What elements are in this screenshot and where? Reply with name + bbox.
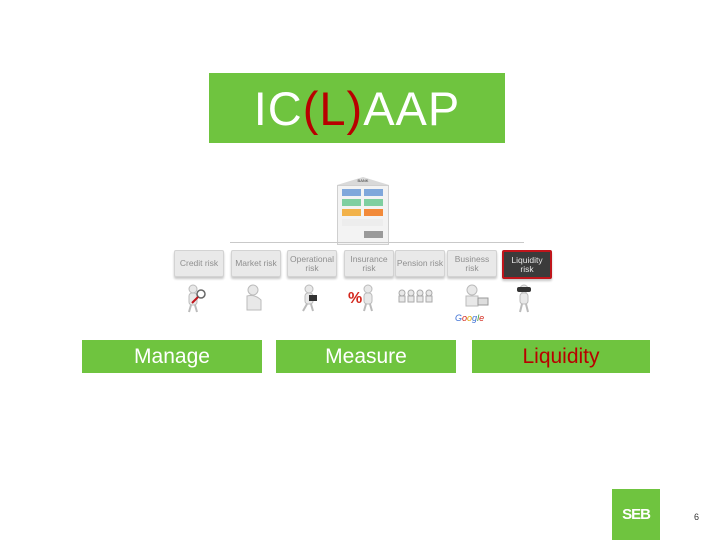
bank-cell: [342, 189, 361, 196]
tools-figure-icon: [302, 284, 317, 312]
bank-roof: [337, 177, 389, 185]
title-close-paren: ): [346, 81, 364, 135]
percent-figure-icon: [363, 284, 373, 312]
bank-cell: [364, 199, 383, 206]
risk-box-operational: Operational risk: [287, 250, 337, 277]
title-highlight-letter: L: [319, 81, 347, 135]
title-open-paren: (: [302, 81, 320, 135]
risk-box-pension: Pension risk: [395, 250, 445, 277]
magnifier-figure-icon: [188, 284, 206, 313]
title-suffix: AAP: [363, 81, 461, 135]
seb-logo-text: SEB: [622, 506, 651, 523]
risk-box-liquidity: Liquidity risk: [502, 250, 552, 279]
group-figures-icon: [398, 289, 433, 303]
diagram-connector: [230, 242, 524, 251]
measure-label: Measure: [276, 340, 456, 373]
title-prefix: IC: [253, 81, 303, 135]
page-number: 6: [694, 512, 700, 522]
liquidity-label: Liquidity: [472, 340, 650, 373]
manage-label: Manage: [82, 340, 262, 373]
seb-logo: SEB: [612, 489, 660, 540]
bank-cell: [342, 209, 361, 216]
risk-box-credit: Credit risk: [174, 250, 224, 277]
laptop-figure-icon: [465, 284, 489, 307]
bank-cell: [364, 231, 383, 238]
binoculars-figure-icon: [517, 284, 531, 313]
risk-box-business: Business risk: [447, 250, 497, 277]
bank-cell: [342, 199, 361, 206]
bank-label: BANK: [357, 178, 369, 183]
risk-box-market: Market risk: [231, 250, 281, 277]
bank-cell: [364, 209, 383, 216]
percent-symbol: %: [348, 290, 363, 307]
bank-cell: [342, 219, 383, 226]
risk-box-insurance: Insurance risk: [344, 250, 394, 277]
bank-body: [337, 185, 389, 245]
thinking-figure-icon: [246, 284, 262, 311]
bank-cell: [364, 189, 383, 196]
title-banner: IC(L)AAP: [209, 73, 505, 143]
bank-diagram: BANK: [337, 177, 389, 245]
google-logo: Google: [455, 313, 485, 323]
